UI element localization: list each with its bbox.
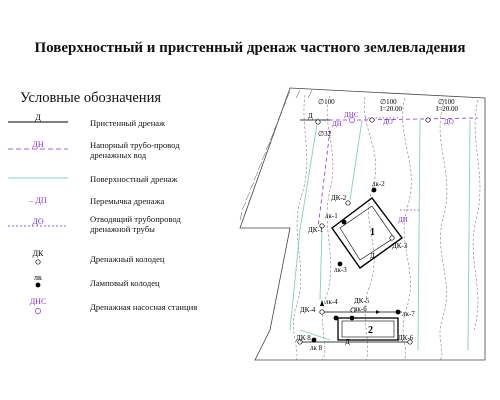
legend-item-pressure-pipe: ДН Напорный трубо-провод дренажных вод [0, 136, 250, 160]
building-1-number: 1 [370, 227, 375, 238]
legend-item-wall-drain: Д Пристенный дренаж [0, 110, 250, 134]
legend-label: Поверхностный дренаж [90, 174, 178, 184]
legend-label: Пристенный дренаж [90, 118, 166, 128]
legend-item-pump-station: ДНС Дренажная насосная станция [0, 294, 250, 318]
label-dk4: ДК-4 [300, 306, 316, 314]
label-do-1: ДО [383, 118, 393, 126]
surface-drains [289, 117, 471, 351]
jumper-code: – ДП [28, 196, 46, 205]
flow-arrows [320, 300, 380, 314]
legend-label: Перемычка дренажа [90, 196, 165, 206]
pressure-pipe [315, 117, 479, 229]
legend-label: Отводящий трубопровод дренажной трубы [90, 214, 181, 234]
label-lk7: лк-7 [402, 310, 415, 318]
plan-labels: ∅100 ∅100 I=20.00 ∅100 I=20.00 ∅32 ДНС Д… [296, 98, 459, 352]
building-numbers: 1 2 [368, 227, 375, 336]
outlet-pipe [365, 117, 420, 211]
label-do-2: ДО [444, 118, 454, 126]
label-dn: ДН [332, 120, 342, 128]
drain-wells [297, 119, 413, 345]
pump-station-code: ДНС [30, 297, 47, 306]
pump-station-symbol: ДНС [30, 297, 47, 314]
building-2 [337, 317, 399, 341]
label-dk1: ДК-1 [308, 226, 324, 234]
wall-drain-code: Д [35, 113, 41, 122]
legend-label: Ламповый колодец [90, 278, 160, 288]
label-dk5: ДК-5 [354, 297, 370, 305]
label-lk6: лк-6 [354, 305, 367, 313]
outlet-node [369, 117, 375, 123]
label-d-wall-1: Д [308, 112, 313, 120]
pressure-pipe-code: ДН [32, 140, 43, 149]
legend-label: Дренажный колодец [90, 254, 165, 264]
wall-drains [300, 119, 412, 343]
pump-station-node [349, 117, 355, 123]
plot-boundary [239, 87, 486, 361]
outlet-node-2 [425, 117, 431, 123]
page-title: Поверхностный и пристенный дренаж частно… [34, 40, 466, 56]
label-d-wall-3: Д [345, 338, 350, 346]
legend-item-jumper: – ДП Перемычка дренажа [0, 188, 250, 212]
label-dns: ДНС [344, 111, 359, 119]
dim-d100-b: ∅100 [380, 98, 397, 106]
wall-drain-symbol: Д [8, 113, 68, 123]
outlet-pipe-code: ДО [32, 217, 43, 226]
dim-slope-b: I=20.00 [380, 105, 403, 113]
lamp-well-symbol: лк [34, 273, 42, 288]
legend-heading: Условные обозначения [20, 90, 161, 106]
label-lk1: лк-1 [325, 212, 338, 220]
label-dk3: ДК-3 [392, 242, 408, 250]
legend-label: Дренажная насосная станция [90, 302, 198, 312]
dim-d100-a: ∅100 [318, 98, 335, 106]
label-lk2: лк-2 [372, 180, 385, 188]
dim-slope-c: I=20.00 [436, 105, 459, 113]
contour-lines [293, 94, 481, 361]
label-dk6: ДК-6 [398, 334, 414, 342]
label-lk8: лк 8 [310, 344, 323, 352]
pressure-pipe-symbol: ДН [8, 140, 68, 150]
boundary-hatch [239, 89, 313, 221]
dim-d32: ∅32 [318, 130, 332, 138]
jumper-symbol: – ДП [28, 196, 46, 205]
legend-item-lamp-well: лк Ламповый колодец [0, 270, 250, 294]
legend-item-surface-drain: Поверхностный дренаж [0, 166, 250, 190]
outlet-pipe-symbol: ДО [8, 217, 68, 227]
legend-item-drain-well: ДК Дренажный колодец [0, 246, 250, 270]
drain-well-symbol: ДК [33, 249, 44, 265]
building-1 [331, 197, 403, 269]
legend-item-outlet-pipe: ДО Отводящий трубопровод дренажной трубы [0, 210, 250, 234]
lamp-wells [311, 187, 401, 343]
label-d-wall-2: Д [370, 252, 375, 260]
drain-well-code: ДК [33, 249, 44, 258]
surface-drain-symbol [8, 177, 68, 179]
lamp-well-code: лк [34, 273, 42, 282]
building-2-number: 2 [368, 325, 373, 336]
label-dk2: ДК-2 [331, 194, 347, 202]
label-dp: ДП [398, 216, 408, 224]
dim-d100-c: ∅100 [438, 98, 455, 106]
label-lk4: лк-4 [325, 298, 338, 306]
label-dk8: ДК 8 [296, 334, 311, 342]
legend-label: Напорный трубо-провод дренажных вод [90, 140, 180, 160]
label-lk3: лк-3 [334, 266, 347, 274]
